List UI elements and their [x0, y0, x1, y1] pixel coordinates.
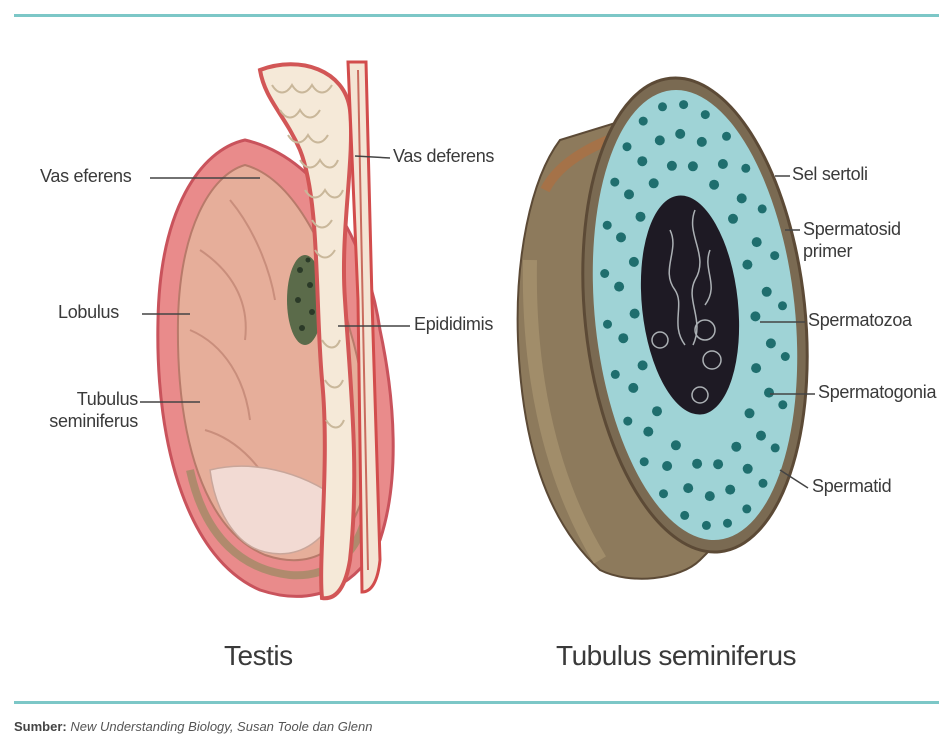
cell-dot	[662, 461, 672, 471]
cell-dot	[770, 251, 779, 260]
tubulus-illustration	[518, 67, 830, 579]
label-spermatosid-line2: primer	[803, 240, 901, 262]
cell-dot	[649, 178, 659, 188]
caption-tubulus: Tubulus seminiferus	[556, 640, 796, 672]
cell-dot	[756, 431, 766, 441]
cell-dot	[750, 311, 760, 321]
cell-dot	[718, 159, 728, 169]
cell-dot	[745, 408, 755, 418]
label-lobulus: Lobulus	[58, 302, 119, 323]
cell-dot	[743, 464, 753, 474]
cell-dot	[758, 204, 767, 213]
cell-dot	[652, 406, 662, 416]
label-spermatozoa: Spermatozoa	[808, 310, 912, 331]
caption-testis: Testis	[224, 640, 293, 672]
cell-dot	[713, 459, 723, 469]
cell-dot	[702, 521, 711, 530]
cell-dot	[723, 519, 732, 528]
cell-dot	[658, 102, 667, 111]
label-epididimis: Epididimis	[414, 314, 493, 335]
label-spermatosid-line1: Spermatosid	[803, 218, 901, 240]
cell-dot	[614, 282, 624, 292]
source-prefix: Sumber:	[14, 719, 67, 734]
cell-dot	[639, 117, 648, 126]
cell-dot	[731, 442, 741, 452]
cell-dot	[766, 338, 776, 348]
cell-dot	[778, 400, 787, 409]
label-spermatid: Spermatid	[812, 476, 891, 497]
cell-dot	[705, 491, 715, 501]
label-vas-eferens: Vas eferens	[40, 166, 131, 187]
cell-dot	[741, 164, 750, 173]
cell-dot	[781, 352, 790, 361]
cell-dot	[683, 483, 693, 493]
cell-dot	[623, 417, 632, 426]
cell-dot	[628, 383, 638, 393]
cell-dot	[680, 511, 689, 520]
cell-dot	[742, 260, 752, 270]
cell-dot	[675, 129, 685, 139]
cell-dot	[759, 479, 768, 488]
cell-dot	[771, 443, 780, 452]
cell-dot	[725, 485, 735, 495]
cell-dot	[722, 132, 731, 141]
cell-dot	[623, 142, 632, 151]
label-tubulus-seminiferus: Tubulus seminiferus	[38, 388, 138, 432]
cell-dot	[643, 427, 653, 437]
cell-dot	[701, 110, 710, 119]
cell-dot	[610, 178, 619, 187]
cell-dot	[728, 214, 738, 224]
cell-dot	[692, 459, 702, 469]
cell-dot	[697, 137, 707, 147]
cell-dot	[603, 320, 612, 329]
source-text: New Understanding Biology, Susan Toole d…	[70, 719, 372, 734]
label-spermatogonia: Spermatogonia	[818, 382, 936, 403]
label-spermatosid-primer: Spermatosid primer	[803, 218, 901, 262]
cell-dot	[636, 212, 646, 222]
cell-dot	[600, 269, 609, 278]
label-sel-sertoli: Sel sertoli	[792, 164, 868, 185]
source-note: Sumber: New Understanding Biology, Susan…	[14, 719, 372, 734]
cell-dot	[742, 504, 751, 513]
cell-dot	[762, 287, 772, 297]
cell-dot	[616, 232, 626, 242]
cell-dot	[751, 363, 761, 373]
cell-dot	[603, 221, 612, 230]
cell-dot	[624, 189, 634, 199]
cell-dot	[659, 489, 668, 498]
cell-dot	[688, 161, 698, 171]
label-tubulus-line2: seminiferus	[38, 410, 138, 432]
testis-illustration	[158, 62, 393, 598]
cell-dot	[611, 370, 620, 379]
cell-dot	[638, 360, 648, 370]
cell-dot	[667, 161, 677, 171]
cell-dot	[764, 388, 774, 398]
cell-dot	[630, 309, 640, 319]
cell-dot	[637, 156, 647, 166]
cell-dot	[737, 193, 747, 203]
label-tubulus-line1: Tubulus	[38, 388, 138, 410]
cell-dot	[655, 135, 665, 145]
cell-dot	[618, 333, 628, 343]
cell-dot	[778, 301, 787, 310]
label-vas-deferens: Vas deferens	[393, 146, 494, 167]
cell-dot	[671, 440, 681, 450]
cell-dot	[629, 257, 639, 267]
cell-dot	[709, 180, 719, 190]
cell-dot	[752, 237, 762, 247]
cell-dot	[679, 100, 688, 109]
cell-dot	[640, 457, 649, 466]
